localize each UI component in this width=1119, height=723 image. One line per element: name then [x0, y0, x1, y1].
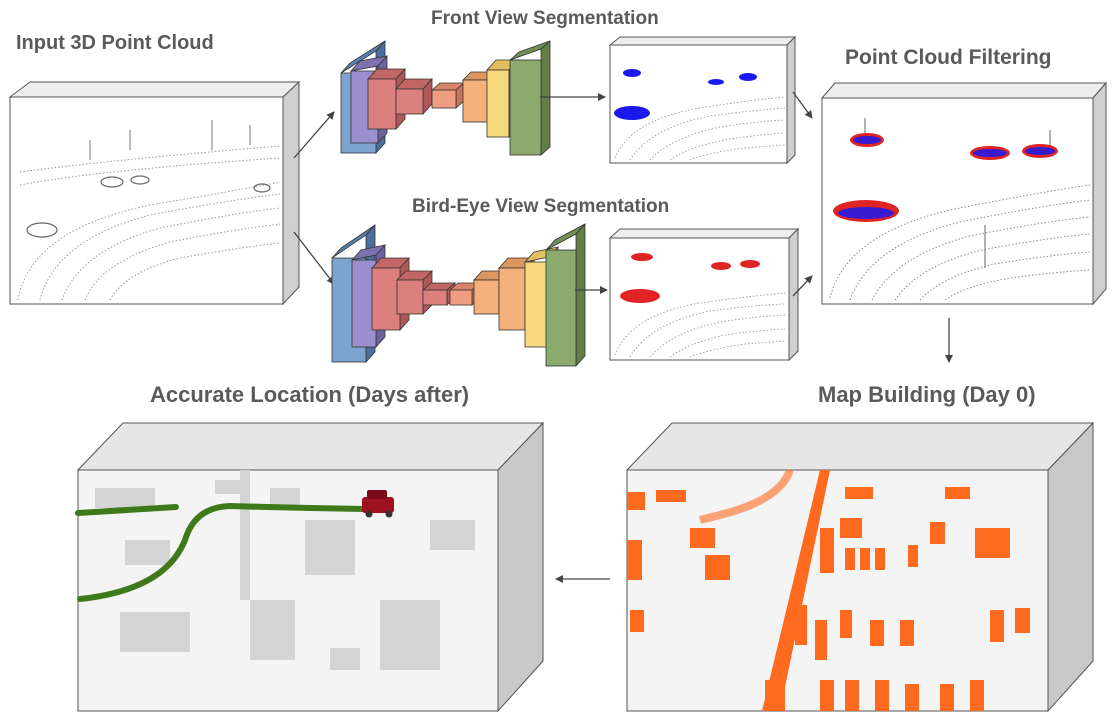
filtered-cars — [833, 133, 1058, 222]
map-building-title: Map Building (Day 0) — [818, 382, 1036, 407]
input-box-side — [282, 80, 300, 306]
input-point-cloud-box — [8, 80, 301, 306]
arrow-input-to-bev-network — [293, 231, 335, 285]
vehicle-car — [362, 490, 394, 518]
arrow-bev-output-to-filtering — [792, 275, 813, 297]
front-view-network — [340, 39, 551, 156]
input-poles — [89, 120, 251, 160]
front-view-segmentation-title: Front View Segmentation — [431, 8, 659, 29]
vehicle-trajectory-route — [77, 502, 368, 602]
point-cloud-filtering-box — [820, 81, 1108, 306]
vehicle-trajectory — [75, 504, 179, 516]
accurate-location-title: Accurate Location (Days after) — [150, 382, 470, 407]
input-box-front — [9, 96, 284, 305]
front-view-segmentation-output — [608, 35, 797, 165]
bird-eye-view-segmentation-output — [608, 227, 800, 362]
map-static-objects — [627, 468, 1030, 711]
arrow-input-to-front-network — [293, 111, 335, 159]
input-cars — [26, 175, 271, 238]
bird-eye-view-segmentation-title: Bird-Eye View Segmentation — [412, 196, 670, 217]
input-scan-rings — [17, 145, 281, 301]
point-cloud-filtering-title: Point Cloud Filtering — [845, 46, 1052, 69]
bird-eye-view-network — [331, 222, 586, 368]
arrow-front-output-to-filtering — [792, 91, 813, 119]
input-point-cloud-title: Input 3D Point Cloud — [16, 32, 214, 54]
input-box-top — [8, 81, 301, 98]
map-texture — [95, 470, 475, 670]
accurate-location-box — [75, 421, 545, 713]
map-building-box — [625, 421, 1095, 713]
